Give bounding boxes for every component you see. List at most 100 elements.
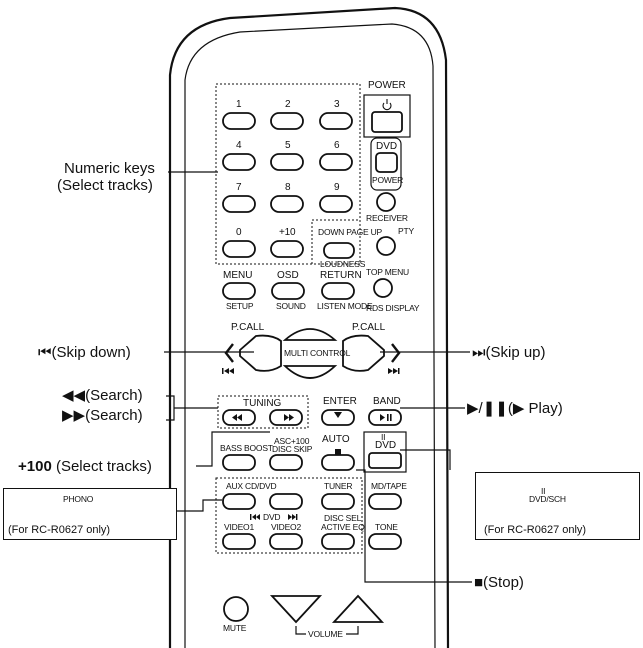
power-icon: [382, 99, 392, 111]
tone-label: TONE: [375, 522, 398, 532]
dvdsch-inset-note: (For RC-R0627 only): [484, 524, 587, 536]
key-6-button[interactable]: [319, 153, 353, 171]
video2-label: VIDEO2: [271, 522, 301, 532]
key-8-button[interactable]: [270, 195, 304, 213]
aux-cd-dvd-button[interactable]: [222, 493, 256, 510]
bass-boost-button[interactable]: [222, 454, 256, 471]
menu-button[interactable]: [222, 282, 256, 300]
dvdsch-inset-label: DVD/SCH: [529, 494, 566, 504]
volume-down-button[interactable]: [269, 595, 323, 624]
dvdsch-inset-mark: II: [541, 486, 546, 496]
down-page-up-button[interactable]: [323, 242, 355, 259]
key-5-button[interactable]: [270, 153, 304, 171]
multi-control-left-button[interactable]: [239, 334, 282, 372]
callout-lines: [164, 171, 472, 583]
numeric-keys-group-outline: [215, 83, 361, 265]
play-callout: ▶/❚❚(▶ Play): [467, 400, 563, 417]
down-page-up-outline: [311, 219, 361, 265]
aux-cd-dvd-button-2[interactable]: [269, 493, 303, 510]
video1-button[interactable]: [222, 533, 256, 550]
power-button[interactable]: [371, 111, 403, 133]
skip-up-callout: ⏭(Skip up): [472, 344, 546, 361]
key-3-button[interactable]: [319, 112, 353, 130]
p-call-right-label: P.CALL: [352, 322, 386, 333]
active-eq-button[interactable]: [321, 533, 355, 550]
num0-label: 0: [236, 227, 242, 238]
tuning-group-outline: [217, 395, 309, 429]
num2-label: 2: [285, 99, 291, 110]
num3-label: 3: [334, 99, 340, 110]
phono-inset-note: (For RC-R0627 only): [8, 524, 111, 536]
top-menu-label: TOP MENU: [366, 267, 409, 277]
num1-label: 1: [236, 99, 242, 110]
key-plus10-button[interactable]: [270, 240, 304, 258]
down-page-up-label: DOWN PAGE UP: [318, 227, 383, 237]
num6-label: 6: [334, 140, 340, 151]
ascii-100-label: ASC+100: [274, 436, 310, 446]
plus100-callout-bold: +100: [18, 458, 52, 475]
mute-label: MUTE: [223, 623, 247, 633]
plus10-label: +10: [279, 227, 296, 238]
multi-control-right-button[interactable]: [342, 334, 385, 372]
key-1-button[interactable]: [222, 112, 256, 130]
dvd-skip-right-icon: [288, 514, 298, 520]
search-back-callout: ◀◀(Search): [62, 387, 143, 404]
md-tape-button[interactable]: [368, 493, 402, 510]
multi-control-down-button[interactable]: [282, 365, 338, 379]
active-eq-label: ACTIVE EQ: [321, 522, 365, 532]
phono-inset-box: [3, 488, 177, 540]
key-7-button[interactable]: [222, 195, 256, 213]
tone-button[interactable]: [368, 533, 402, 550]
disc-skip-button[interactable]: [269, 454, 303, 471]
receiver-button[interactable]: [376, 192, 396, 212]
skip-down-glyph-icon: [222, 368, 234, 374]
phono-callout-line: [175, 499, 222, 512]
plus100-callout: +100 (Select tracks): [18, 458, 152, 475]
osd-button[interactable]: [271, 282, 305, 300]
p-call-left-label: P.CALL: [231, 322, 265, 333]
dvd2-label: DVD: [375, 440, 397, 451]
skip-down-callout: ⏮(Skip down): [38, 344, 131, 361]
key-0-button[interactable]: [222, 240, 256, 258]
remote-body-inner-outline: [184, 23, 436, 648]
stop-icon: [335, 449, 341, 455]
setup-label: SETUP: [226, 301, 254, 311]
aux-cd-dvd-label: AUX CD/DVD: [226, 481, 277, 491]
stop-callout-line: [356, 469, 472, 583]
menu-label: MENU: [223, 270, 253, 281]
num8-label: 8: [285, 182, 291, 193]
num9-label: 9: [334, 182, 340, 193]
volume-up-button[interactable]: [331, 594, 385, 623]
enter-label: ENTER: [323, 396, 357, 407]
key-4-button[interactable]: [222, 153, 256, 171]
return-button[interactable]: [321, 282, 355, 300]
search-fwd-callout: ▶▶(Search): [62, 407, 143, 424]
tuner-button[interactable]: [321, 493, 355, 510]
listen-mode-label: LISTEN MODE: [317, 301, 373, 311]
disc-skip-label: DISC SKIP: [272, 444, 313, 454]
tuning-label: TUNING: [243, 398, 282, 409]
key-9-button[interactable]: [319, 195, 353, 213]
video2-button[interactable]: [269, 533, 303, 550]
power-button-frame: [363, 94, 411, 138]
sound-label: SOUND: [276, 301, 306, 311]
dvd-pause-button[interactable]: [368, 452, 402, 469]
top-menu-button[interactable]: [373, 278, 393, 298]
numeric-keys-callout-sub: (Select tracks): [57, 177, 153, 194]
band-label: BAND: [373, 396, 401, 407]
volume-bracket: [295, 626, 359, 635]
pty-button[interactable]: [376, 236, 396, 256]
disc-sel-label: DISC SEL: [324, 513, 362, 523]
tuning-right-icon: [284, 414, 294, 421]
right-arrow-icon: [391, 343, 401, 363]
mute-button[interactable]: [223, 596, 249, 622]
dvd-power-button[interactable]: [375, 152, 398, 173]
multi-control-up-button[interactable]: [282, 328, 338, 341]
remote-body-outline: [168, 6, 450, 648]
key-2-button[interactable]: [270, 112, 304, 130]
volume-label: VOLUME: [308, 629, 343, 639]
bass-boost-label: BASS BOOST: [220, 443, 273, 453]
play-pause-icon: [380, 414, 392, 421]
auto-button[interactable]: [321, 454, 355, 471]
